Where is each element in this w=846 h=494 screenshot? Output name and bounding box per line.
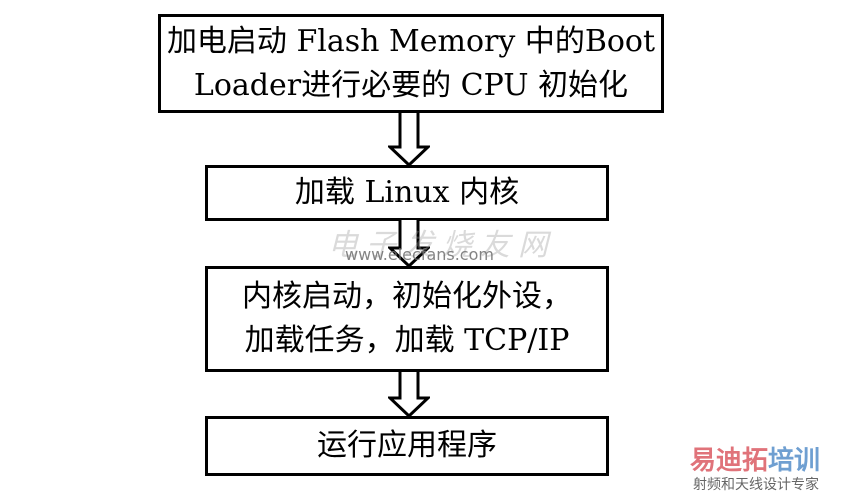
step-text: 内核启动，初始化外设， [242,279,572,314]
step-text: 加载任务，加载 TCP/IP [244,323,570,358]
down-arrow-icon [388,372,430,418]
step-box-kernel-start: 内核启动，初始化外设， 加载任务，加载 TCP/IP [205,266,609,372]
logo: 易迪拓培训 [690,440,820,477]
step-box-load-kernel: 加载 Linux 内核 [205,165,609,221]
logo-part1: 易迪拓 [690,446,769,476]
step-text: 加载 Linux 内核 [294,175,520,210]
step-text: 运行应用程序 [317,428,497,463]
step-box-boot-loader: 加电启动 Flash Memory 中的Boot Loader进行必要的 CPU… [158,14,664,113]
logo-tagline: 射频和天线设计专家 [693,477,819,493]
down-arrow-icon [388,113,430,167]
step-box-run-app: 运行应用程序 [205,416,609,476]
step-text: Loader进行必要的 CPU 初始化 [193,67,629,103]
logo-part2: 培训 [768,446,821,476]
watermark-url: www.elecfans.com [345,245,494,264]
watermark-text: 电子发烧友网 [328,228,556,263]
step-text: 加电启动 Flash Memory 中的Boot [166,23,656,59]
